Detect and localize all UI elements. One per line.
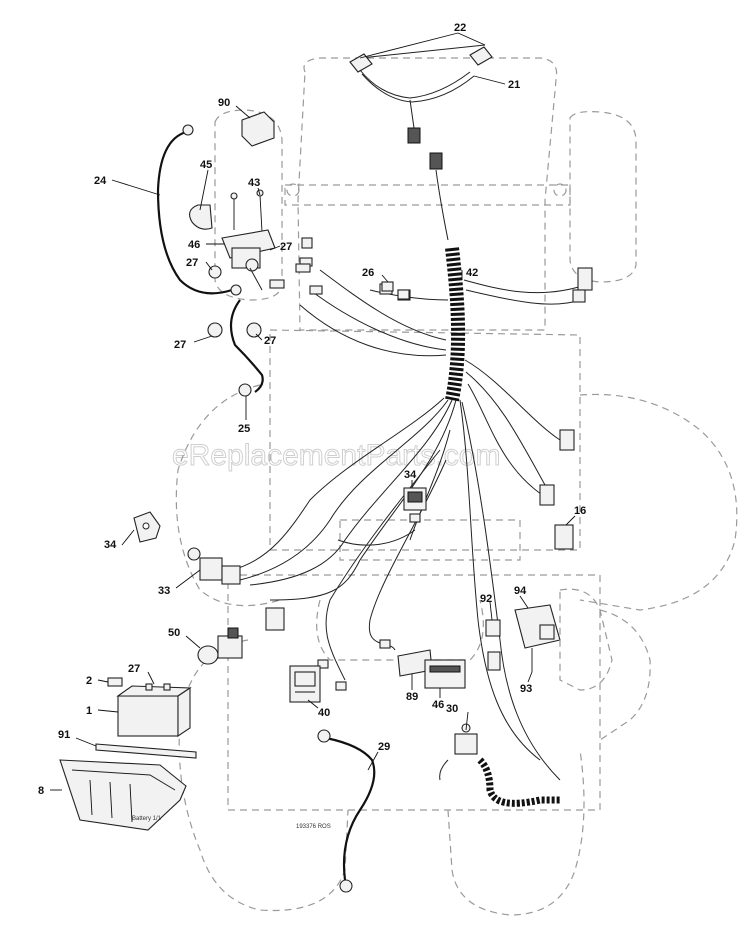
- battery-assembly: Battery 1/1: [59, 677, 197, 831]
- callout-28: 29: [378, 741, 390, 753]
- callout-27: 27: [280, 241, 292, 253]
- solenoid-assembly: [189, 111, 311, 338]
- drawing-number: 193376 ROS: [296, 824, 331, 830]
- callout-24: 24: [94, 175, 107, 187]
- callout-33: 34: [104, 539, 117, 551]
- fuse-26: [381, 281, 410, 300]
- callout-89: 89: [406, 691, 418, 703]
- callout-43: 46: [188, 239, 200, 251]
- callout-91: 91: [58, 729, 70, 741]
- callout-1: 1: [86, 705, 92, 717]
- battery-tag: Battery 1/1: [132, 816, 162, 822]
- callout-93: 93: [520, 683, 532, 695]
- leader-lines: [50, 32, 576, 791]
- callout-27: 27: [264, 335, 276, 347]
- watermark: eReplacementParts.com: [172, 439, 500, 472]
- main-harness-loom: [231, 247, 586, 781]
- callout-92: 92: [480, 593, 492, 605]
- callout-22: 22: [454, 22, 466, 34]
- callout-8: 8: [38, 785, 44, 797]
- callout-45: 40: [318, 707, 330, 719]
- callout-40: 42: [466, 267, 478, 279]
- callout-29: 30: [446, 703, 458, 715]
- callout-26: 26: [362, 267, 374, 279]
- headlight-harness: [349, 44, 493, 241]
- callout-94: 94: [514, 585, 527, 597]
- module-89-46: [397, 649, 466, 689]
- callout-27: 27: [174, 339, 186, 351]
- switch-50: [197, 627, 243, 665]
- callout-25: 25: [238, 423, 250, 435]
- switch-34: [403, 487, 427, 523]
- callout-21: 21: [508, 79, 520, 91]
- callout-50: 50: [168, 627, 180, 639]
- switch-assembly-92-93-94: [485, 588, 613, 691]
- callout-27: 27: [128, 663, 140, 675]
- switch-29: [439, 723, 560, 807]
- callout-30: 33: [158, 585, 170, 597]
- callout-46: 46: [432, 699, 444, 711]
- relay-16: [554, 524, 574, 550]
- callouts: 22 21 90 45 43 24 46 27 27 27 27 42 26 2…: [38, 22, 586, 797]
- callout-41: 43: [248, 177, 260, 189]
- callout-90: 90: [218, 97, 230, 109]
- callout-27: 27: [186, 257, 198, 269]
- cable-25: [229, 299, 264, 397]
- battery-cable-24: [156, 124, 242, 296]
- callout-2: 2: [86, 675, 92, 687]
- cable-28: [317, 729, 376, 893]
- hour-meter-45: [289, 665, 321, 703]
- tractor-frame-outline: [175, 57, 738, 916]
- key-33: [133, 511, 161, 543]
- callout-42: 45: [200, 159, 212, 171]
- callout-34: 34: [404, 469, 417, 481]
- callout-16: 16: [574, 505, 586, 517]
- ignition-switch-30: [187, 547, 285, 631]
